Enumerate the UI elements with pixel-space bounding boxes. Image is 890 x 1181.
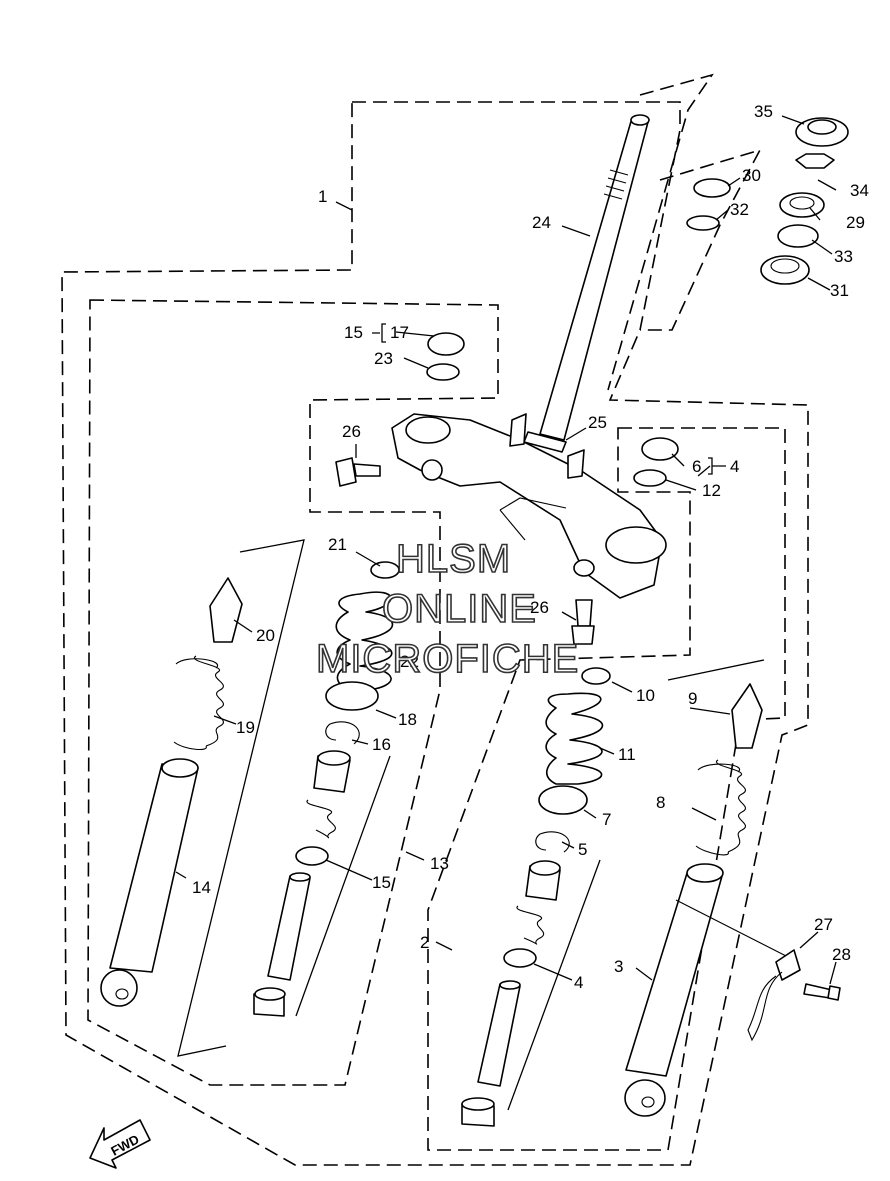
oring-23 bbox=[426, 363, 460, 381]
group-boundary-2 bbox=[427, 427, 786, 1151]
pinch-bolt-left bbox=[335, 457, 443, 487]
label-25: 25 bbox=[588, 413, 607, 432]
under-bracket bbox=[391, 413, 667, 599]
label-27: 27 bbox=[814, 915, 833, 934]
label-11: 11 bbox=[618, 745, 636, 764]
label-14: 14 bbox=[192, 878, 211, 897]
label-23: 23 bbox=[374, 349, 393, 368]
group-boundary-1 bbox=[61, 101, 809, 1166]
label-35: 35 bbox=[754, 102, 773, 121]
cap-17 bbox=[427, 332, 465, 356]
label-21: 21 bbox=[328, 535, 347, 554]
label-8: 8 bbox=[656, 793, 665, 812]
label-30: 30 bbox=[742, 166, 761, 185]
label-18: 18 bbox=[398, 710, 417, 729]
label-24: 24 bbox=[532, 213, 551, 232]
label-6: 6 bbox=[692, 457, 701, 476]
label-16: 16 bbox=[372, 735, 391, 754]
label-3: 3 bbox=[614, 957, 623, 976]
label-4-top: 4 bbox=[730, 457, 739, 476]
label-10: 10 bbox=[636, 686, 655, 705]
label-26-bottom: 26 bbox=[530, 598, 549, 617]
cap-6 bbox=[641, 437, 679, 461]
label-22: 22 bbox=[400, 652, 419, 671]
label-4-bottom: 4 bbox=[574, 973, 583, 992]
label-7: 7 bbox=[602, 810, 611, 829]
group-boundary-13 bbox=[87, 299, 499, 1086]
label-33: 33 bbox=[834, 247, 853, 266]
label-15-top: 15 bbox=[344, 323, 363, 342]
label-28: 28 bbox=[832, 945, 851, 964]
label-2: 2 bbox=[420, 933, 429, 952]
bracket-15-17 bbox=[372, 323, 386, 343]
part-labels: 1 24 15 17 23 26 25 6 4 12 35 30 34 32 2… bbox=[192, 102, 869, 992]
label-1: 1 bbox=[318, 187, 327, 206]
label-20: 20 bbox=[256, 626, 275, 645]
watermark-line-2: ONLINE bbox=[382, 587, 537, 631]
label-15-bottom: 15 bbox=[372, 873, 391, 892]
pinch-bolt-right bbox=[571, 559, 595, 645]
label-12: 12 bbox=[702, 481, 721, 500]
watermark-line-3: MICROFICHE bbox=[316, 637, 579, 681]
label-34: 34 bbox=[850, 181, 869, 200]
label-26-top: 26 bbox=[342, 422, 361, 441]
watermark: HLSM ONLINE MICROFICHE bbox=[315, 536, 579, 682]
watermark-line-1: HLSM bbox=[396, 537, 511, 581]
leader-lines bbox=[175, 115, 837, 1111]
label-19: 19 bbox=[236, 718, 255, 737]
label-9: 9 bbox=[688, 689, 697, 708]
group-boundary-bearing bbox=[640, 148, 762, 331]
fwd-arrow-icon: FWD bbox=[89, 1119, 151, 1169]
label-13: 13 bbox=[430, 854, 449, 873]
steering-stem bbox=[523, 114, 650, 453]
label-31: 31 bbox=[830, 281, 849, 300]
oring-12 bbox=[633, 469, 667, 487]
bracket-6-4 bbox=[708, 457, 726, 475]
label-29: 29 bbox=[846, 213, 865, 232]
group-boundary-steering bbox=[607, 73, 714, 391]
bearing-stack bbox=[686, 117, 849, 285]
label-17: 17 bbox=[390, 323, 409, 342]
label-5: 5 bbox=[578, 840, 587, 859]
label-32: 32 bbox=[730, 200, 749, 219]
right-fork-components bbox=[461, 667, 841, 1127]
left-fork-components bbox=[100, 561, 400, 1017]
